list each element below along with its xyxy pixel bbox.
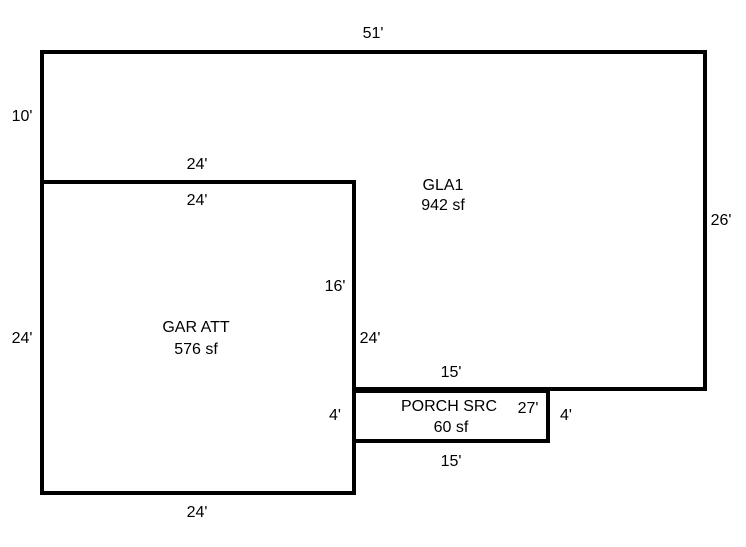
dim-porch-right: 4' (560, 407, 572, 424)
porch-name: PORCH SRC (401, 398, 497, 415)
dim-gla-left: 10' (12, 108, 33, 125)
porch-size: 60 sf (434, 419, 469, 436)
dim-gla-inner-top: 24' (187, 156, 208, 173)
garage-size: 576 sf (174, 341, 218, 358)
garage-name: GAR ATT (162, 319, 229, 336)
dim-gar-bottom: 24' (187, 504, 208, 521)
dim-gla-step: 24' (360, 330, 381, 347)
dim-gla-inner-right: 16' (325, 278, 346, 295)
gla1-size: 942 sf (421, 197, 465, 214)
garage-outline (40, 180, 356, 495)
dim-gar-left: 24' (12, 330, 33, 347)
dim-gla-bottom: 15' (441, 364, 462, 381)
dim-gar-right-lower: 4' (329, 407, 341, 424)
porch-outline (352, 389, 550, 443)
dim-gla-top: 51' (363, 25, 384, 42)
dim-porch-bottom: 15' (441, 453, 462, 470)
dim-gar-top: 24' (187, 192, 208, 209)
gla1-name: GLA1 (423, 177, 464, 194)
dim-gla-right: 26' (711, 212, 732, 229)
dim-porch-right-inner: 27' (518, 400, 539, 417)
